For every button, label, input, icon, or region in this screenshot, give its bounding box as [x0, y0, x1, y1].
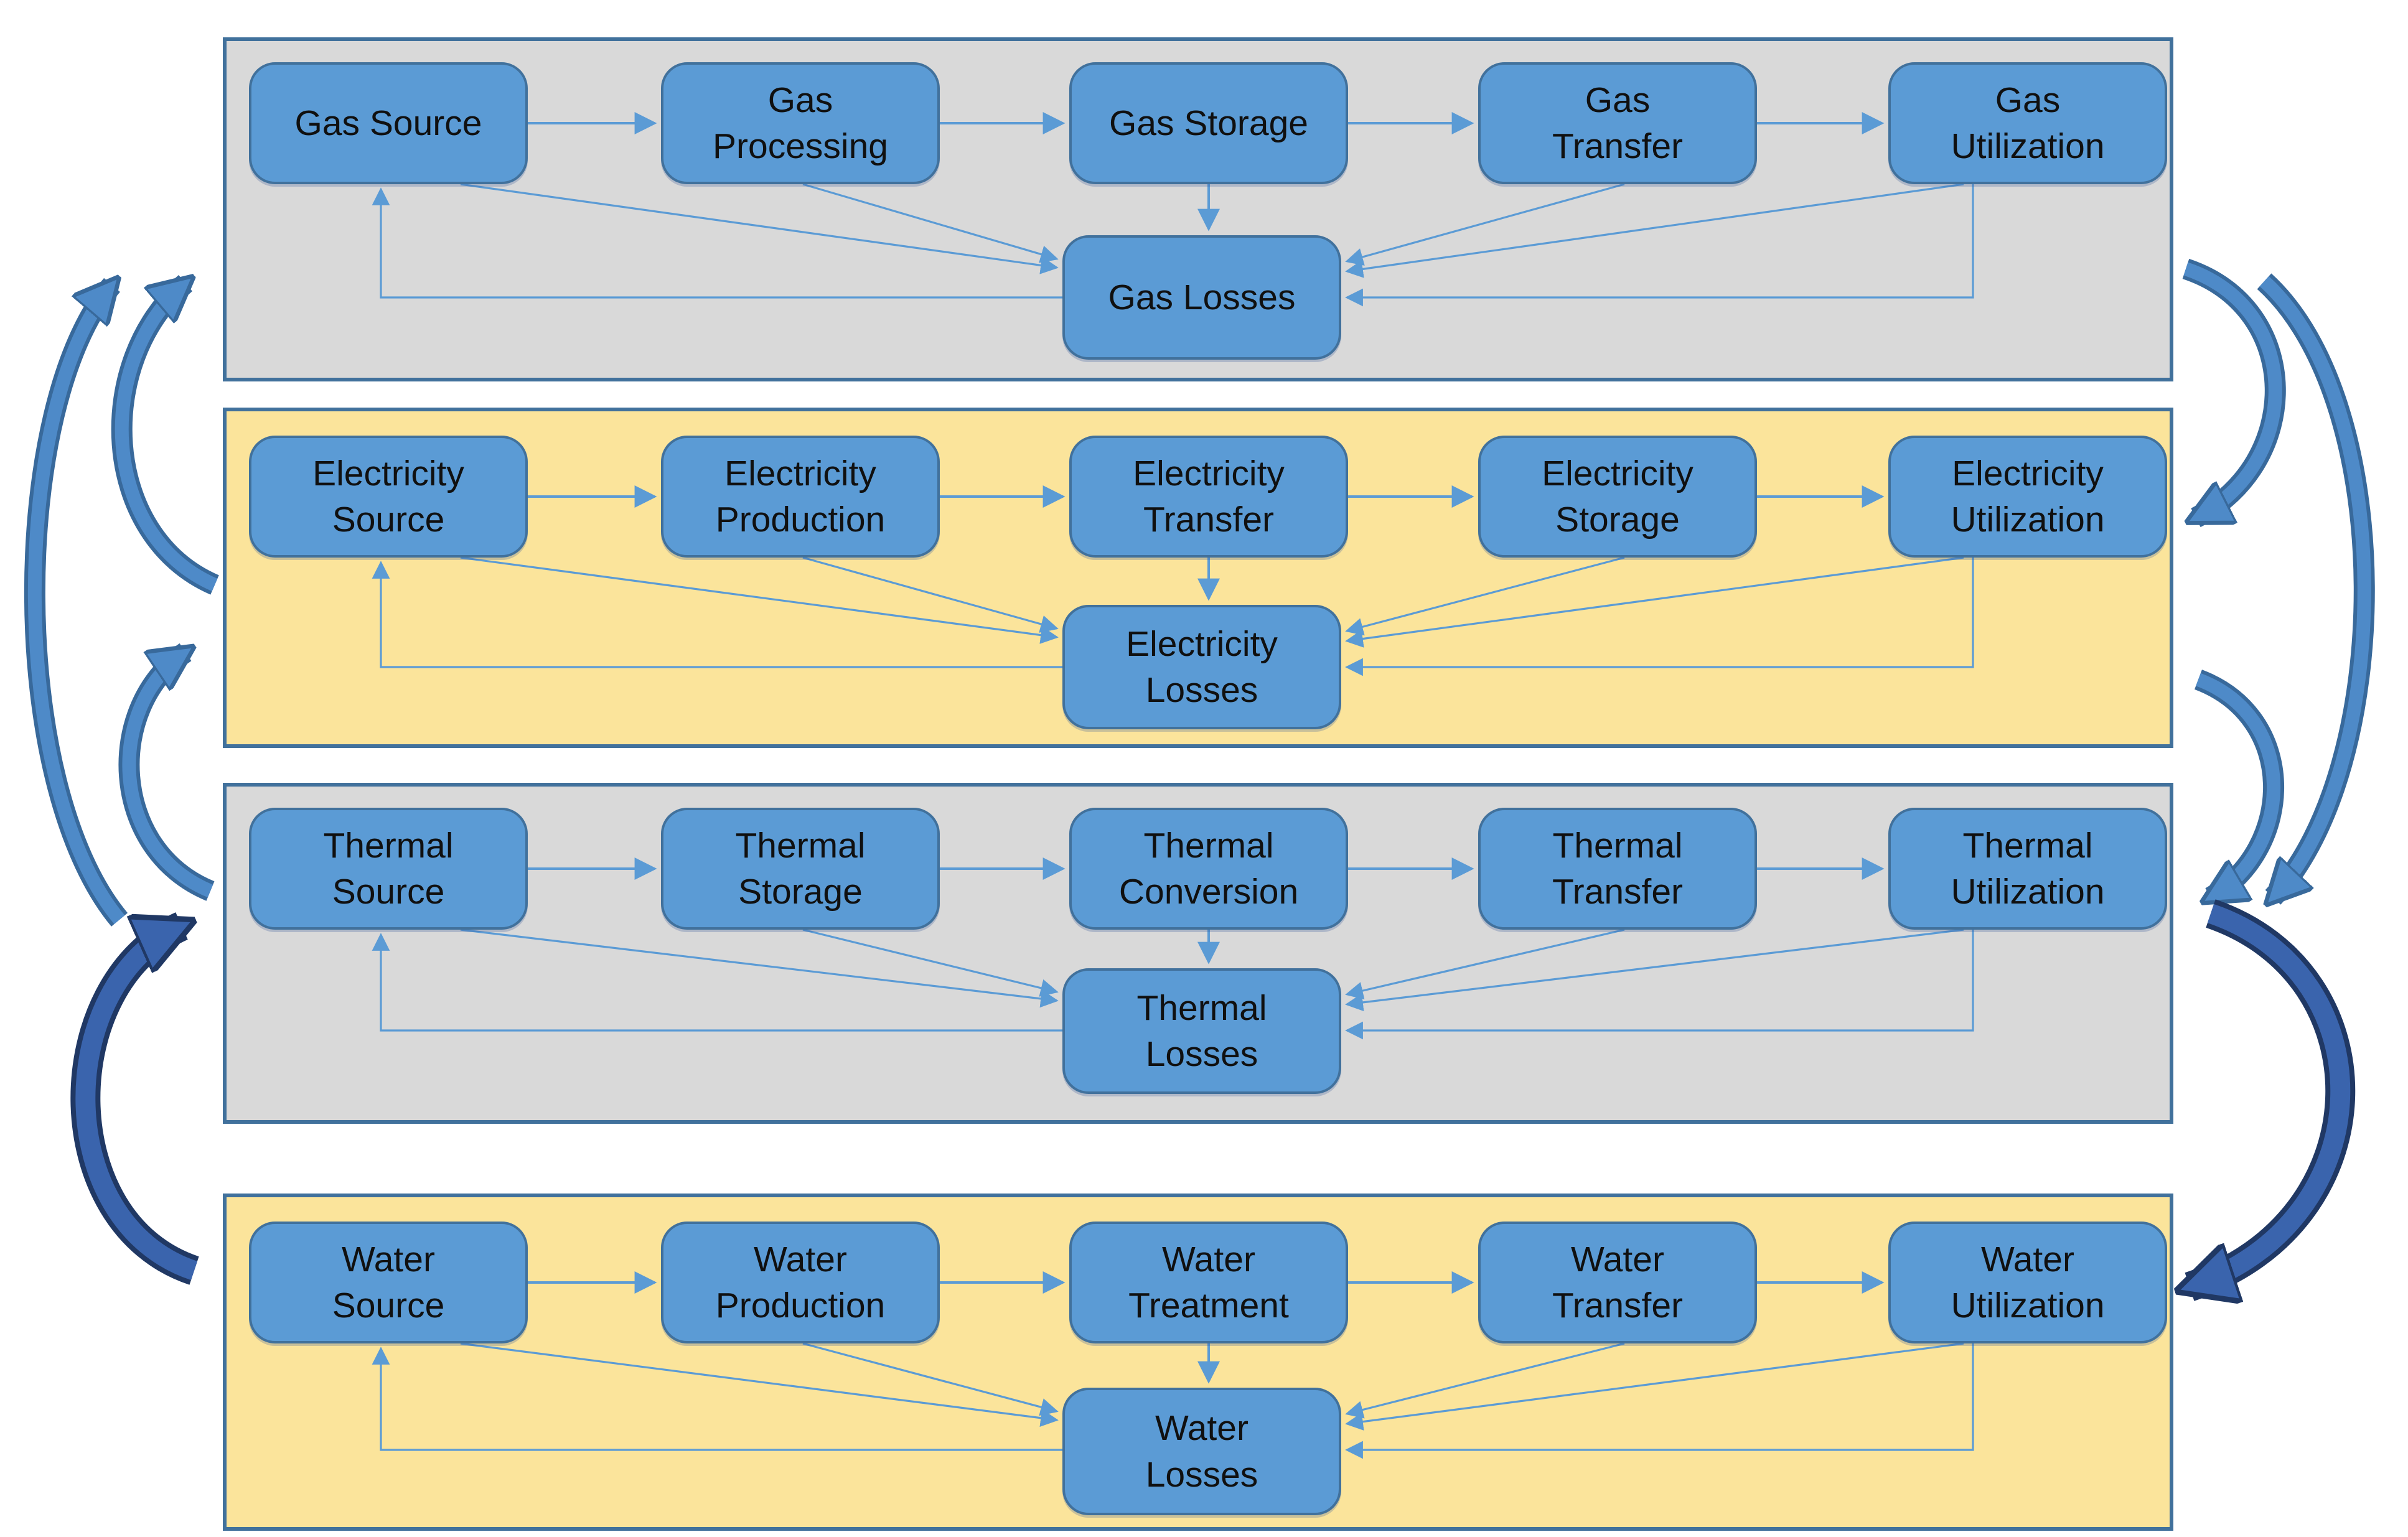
gas-to-electricity-curve-outline — [2182, 258, 2286, 528]
electricity-to-gas-curve-outline — [111, 275, 219, 595]
node-thermal-transfer: Thermal Transfer — [1478, 808, 1757, 930]
gas-to-thermal-curve-arrow — [2259, 276, 2371, 897]
node-gas-utilization: Gas Utilization — [1888, 62, 2167, 184]
node-water-treatment: Water Treatment — [1069, 1222, 1348, 1343]
node-water-production: Water Production — [661, 1222, 940, 1343]
node-thermal-storage: Thermal Storage — [661, 808, 940, 930]
node-thermal-conversion: Thermal Conversion — [1069, 808, 1348, 930]
node-electricity-source: Electricity Source — [249, 436, 528, 558]
electricity-to-gas-curve-arrow — [115, 283, 218, 592]
thermal-to-gas-curve-outline — [24, 278, 128, 927]
node-water-utilization: Water Utilization — [1888, 1222, 2167, 1343]
node-water-transfer: Water Transfer — [1478, 1222, 1757, 1343]
electricity-to-thermal-curve-arrow — [2196, 673, 2280, 897]
gas-to-electricity-curve-arrow — [2186, 262, 2282, 518]
node-water-source: Water Source — [249, 1222, 528, 1343]
thermal-to-water-curve-outline — [2185, 899, 2356, 1301]
gas-to-thermal-curve-outline — [2257, 273, 2375, 905]
node-gas-losses: Gas Losses — [1062, 235, 1341, 360]
right-cross-arrows — [2182, 258, 2375, 1301]
node-thermal-source: Thermal Source — [249, 808, 528, 930]
water-to-thermal-curve-outline — [70, 912, 200, 1285]
water-to-thermal-curve-arrow — [75, 926, 194, 1281]
node-gas-storage: Gas Storage — [1069, 62, 1348, 184]
node-electricity-losses: Electricity Losses — [1062, 605, 1341, 729]
node-thermal-losses: Thermal Losses — [1062, 968, 1341, 1094]
node-thermal-utilization: Thermal Utilization — [1888, 808, 2167, 930]
node-electricity-utilization: Electricity Utilization — [1888, 436, 2167, 558]
electricity-to-thermal-curve-outline — [2194, 670, 2284, 907]
node-gas-source: Gas Source — [249, 62, 528, 184]
node-electricity-production: Electricity Production — [661, 436, 940, 558]
node-gas-transfer: Gas Transfer — [1478, 62, 1757, 184]
node-electricity-transfer: Electricity Transfer — [1069, 436, 1348, 558]
node-electricity-storage: Electricity Storage — [1478, 436, 1757, 558]
thermal-to-electricity-curve-outline — [118, 643, 215, 901]
left-cross-arrows — [24, 275, 219, 1285]
thermal-to-water-curve-arrow — [2190, 904, 2351, 1287]
node-water-losses: Water Losses — [1062, 1388, 1341, 1515]
node-gas-processing: Gas Processing — [661, 62, 940, 184]
thermal-to-gas-curve-arrow — [27, 285, 125, 925]
thermal-to-electricity-curve-arrow — [122, 652, 213, 898]
